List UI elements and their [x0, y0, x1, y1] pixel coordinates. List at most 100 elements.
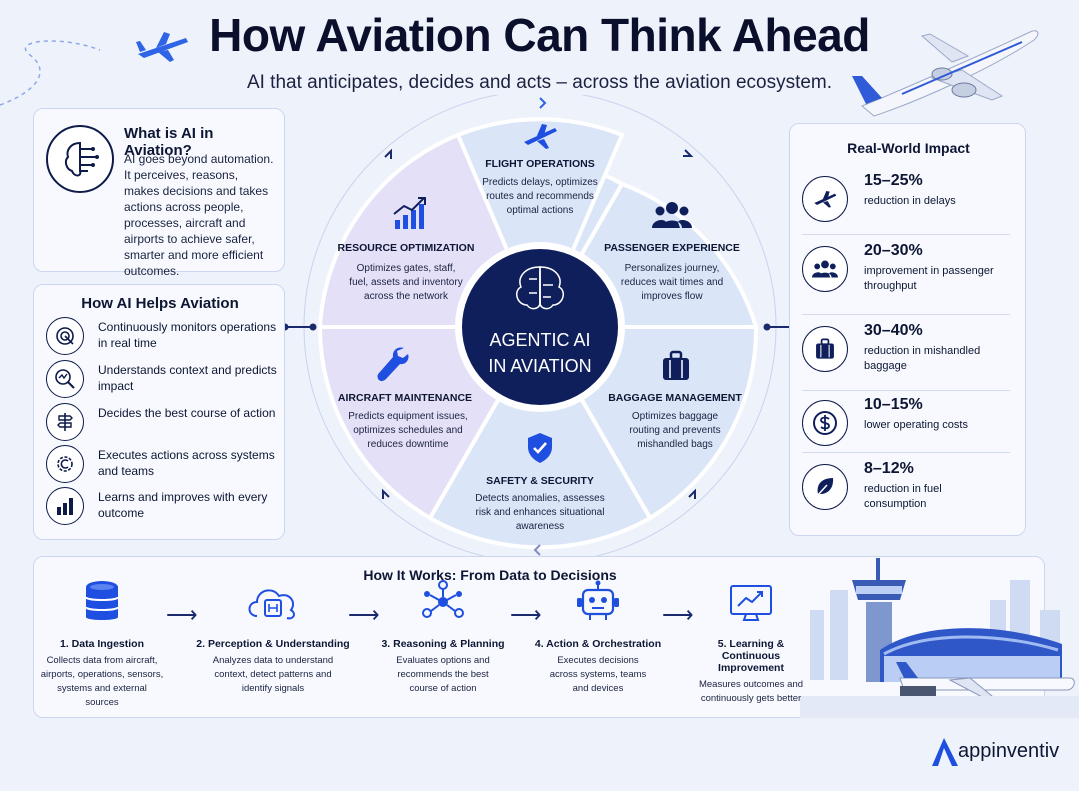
impact-desc: reduction in fuel consumption: [864, 483, 942, 510]
what-is-ai-body: AI goes beyond automation. It perceives,…: [124, 152, 274, 278]
step-arrow-icon: ⟶: [166, 602, 198, 627]
agentic-ai-wheel: [285, 95, 795, 564]
step-desc: Executes decisions across systems, teams…: [549, 655, 647, 694]
impact-percentage: 8–12%: [864, 460, 914, 477]
brand-name: appinventiv: [958, 740, 1060, 762]
process-step: 5. Learning & Continuous Improvement Mea…: [688, 580, 814, 706]
help-item: Continuously monitors operations in real…: [46, 317, 286, 357]
help-item: Understands context and predicts impact: [46, 360, 286, 400]
impact-item: 20–30% improvement in passenger throughp…: [802, 242, 1012, 316]
impact-percentage: 10–15%: [864, 396, 923, 413]
impact-divider: [802, 390, 1010, 391]
step-title: 1. Data Ingestion: [59, 638, 144, 650]
growth-chart-icon: [393, 197, 426, 229]
monitor-chart-icon: [730, 585, 772, 621]
how-ai-helps-card: How AI Helps Aviation Continuously monit…: [33, 284, 285, 540]
dotted-flight-path: [0, 40, 101, 106]
step-arrow-icon: ⟶: [662, 602, 694, 627]
step-arrow-icon: ⟶: [510, 602, 542, 627]
step-desc: Evaluates options and recommends the bes…: [396, 655, 490, 694]
impact-title: Real-World Impact: [847, 140, 970, 156]
airliner-illustration: [852, 30, 1039, 117]
impact-percentage: 15–25%: [864, 172, 923, 189]
process-step: 2. Perception & Understanding Analyzes d…: [196, 580, 350, 696]
how-it-works-title: How It Works: From Data to Decisions: [363, 567, 617, 583]
what-is-ai-title: What is AI in Aviation?: [124, 125, 214, 159]
wrench-icon: [377, 347, 409, 382]
people-group-icon: [652, 202, 692, 228]
impact-desc: lower operating costs: [864, 419, 968, 431]
help-item-text: Continuously monitors operations in real…: [98, 320, 277, 350]
airplane-icon: [802, 176, 848, 222]
bar-chart-icon: [46, 487, 84, 525]
step-desc: Measures outcomes and continuously gets …: [698, 679, 804, 704]
step-title: 5. Learning & Continuous Improvement: [717, 638, 785, 674]
impact-percentage: 20–30%: [864, 242, 923, 259]
analyze-search-icon: [46, 360, 84, 398]
leaf-icon: [802, 464, 848, 510]
impact-desc: improvement in passenger throughput: [864, 265, 994, 292]
segment-desc: Personalizes journey, reduces wait times…: [620, 263, 724, 302]
segment-label: FLIGHT OPERATIONS: [485, 158, 595, 170]
impact-item: 30–40% reduction in mishandled baggage: [802, 322, 1012, 396]
impact-percentage: 30–40%: [864, 322, 923, 339]
what-is-ai-card: What is AI in Aviation? AI goes beyond a…: [33, 108, 285, 278]
airport-illustration: [800, 558, 1079, 718]
center-label: AGENTIC AI IN AVIATION: [460, 327, 620, 379]
segment-label: SAFETY & SECURITY: [486, 475, 594, 487]
appinventiv-logo-icon: [932, 738, 958, 766]
shield-check-icon: [528, 433, 552, 463]
robot-icon: [577, 580, 619, 620]
impact-divider: [802, 314, 1010, 315]
step-title: 4. Action & Orchestration: [534, 638, 662, 650]
impact-item: 10–15% lower operating costs: [802, 396, 1012, 470]
suitcase-icon: [663, 350, 689, 380]
step-desc: Collects data from aircraft, airports, o…: [40, 655, 164, 708]
step-arrow-icon: ⟶: [348, 602, 380, 627]
impact-divider: [802, 234, 1010, 235]
suitcase-icon: [802, 326, 848, 372]
step-title: 3. Reasoning & Planning: [381, 638, 505, 650]
process-step: 3. Reasoning & Planning Evaluates option…: [380, 580, 506, 696]
airplane-icon: [524, 124, 557, 149]
segment-desc: Detects anomalies, assesses risk and enh…: [475, 493, 605, 532]
impact-desc: reduction in delays: [864, 195, 956, 207]
network-nodes-icon: [422, 580, 464, 618]
help-item: Decides the best course of action: [46, 403, 286, 443]
how-ai-helps-title: How AI Helps Aviation: [81, 295, 239, 312]
impact-desc: reduction in mishandled baggage: [864, 345, 981, 372]
cloud-chip-icon: [248, 589, 295, 620]
impact-item: 15–25% reduction in delays: [802, 172, 1012, 246]
segment-desc: Optimizes baggage routing and prevents m…: [629, 411, 721, 450]
people-group-icon: [802, 246, 848, 292]
segment-desc: Predicts equipment issues, optimizes sch…: [348, 411, 468, 450]
center-label-line1: AGENTIC AI: [489, 330, 591, 350]
process-step: 1. Data Ingestion Collects data from air…: [40, 580, 164, 710]
database-icon: [85, 581, 119, 620]
impact-divider: [802, 452, 1010, 453]
help-item-text: Executes actions across systems and team…: [98, 448, 275, 478]
step-title: 2. Perception & Understanding: [196, 638, 350, 650]
help-item-text: Learns and improves with every outcome: [98, 490, 268, 520]
monitor-target-icon: [46, 317, 84, 355]
help-item: Executes actions across systems and team…: [46, 445, 286, 485]
signpost-icon: [46, 403, 84, 441]
process-step: 4. Action & Orchestration Executes decis…: [534, 580, 662, 696]
segment-label: AIRCRAFT MAINTENANCE: [337, 392, 473, 404]
segment-label: PASSENGER EXPERIENCE: [604, 242, 740, 254]
execute-gear-icon: [46, 445, 84, 483]
help-item-text: Understands context and predicts impact: [98, 363, 277, 393]
impact-item: 8–12% reduction in fuel consumption: [802, 460, 1012, 534]
segment-label: BAGGAGE MANAGEMENT: [608, 392, 742, 404]
brain-circuit-icon: [46, 125, 114, 193]
segment-desc: Optimizes gates, staff, fuel, assets and…: [349, 263, 463, 302]
small-airplane-icon: [136, 32, 188, 62]
segment-label: RESOURCE OPTIMIZATION: [337, 242, 475, 254]
page-title: How Aviation Can Think Ahead: [209, 9, 870, 61]
page-subtitle: AI that anticipates, decides and acts – …: [246, 72, 833, 93]
help-item: Learns and improves with every outcome: [46, 487, 286, 527]
segment-desc: Predicts delays, optimizes routes and re…: [482, 177, 598, 216]
step-desc: Analyzes data to understand context, det…: [212, 655, 334, 694]
center-label-line2: IN AVIATION: [488, 356, 592, 376]
center-brain-icon: [516, 266, 564, 310]
